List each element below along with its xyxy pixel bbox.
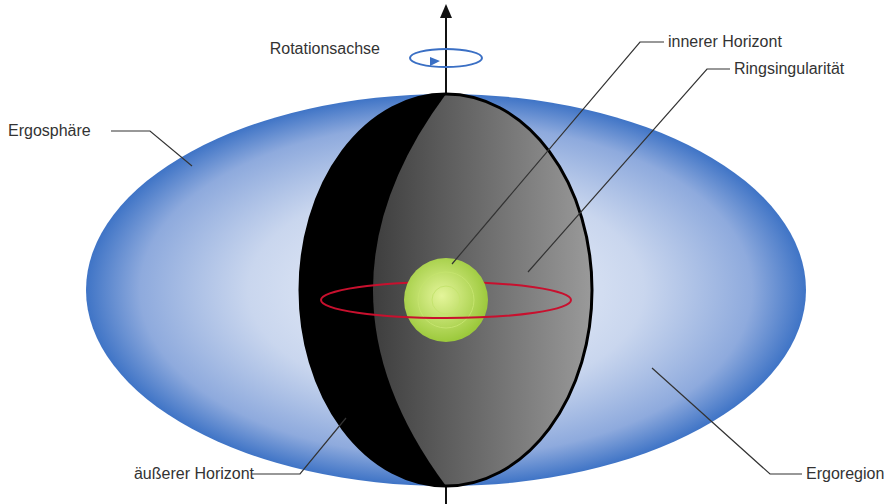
rotation-symbol	[410, 49, 482, 67]
part-label: innerer Horizont	[668, 33, 782, 51]
inner-horizon	[404, 258, 488, 342]
leader-line	[652, 368, 802, 474]
ergosphere	[86, 94, 806, 486]
leader-line	[528, 69, 730, 272]
inner-horizon-shade	[432, 286, 460, 314]
part-label: Rotationsachse	[270, 40, 380, 58]
part-label: Ergoregion	[806, 465, 884, 483]
part-label: Ergosphäre	[8, 122, 91, 140]
rotation-arrowhead	[430, 57, 440, 66]
part-label: äußerer Horizont	[134, 465, 254, 483]
outer-horizon-cut	[373, 94, 592, 486]
outer-horizon	[300, 94, 592, 486]
ring-singularity-front	[321, 300, 571, 318]
leader-line	[252, 418, 346, 474]
part-label: Ringsingularität	[734, 60, 844, 78]
leader-line	[111, 131, 192, 166]
outer-horizon-outline	[300, 94, 592, 486]
axis-arrowhead	[440, 4, 452, 18]
inner-horizon-shade	[418, 272, 474, 328]
